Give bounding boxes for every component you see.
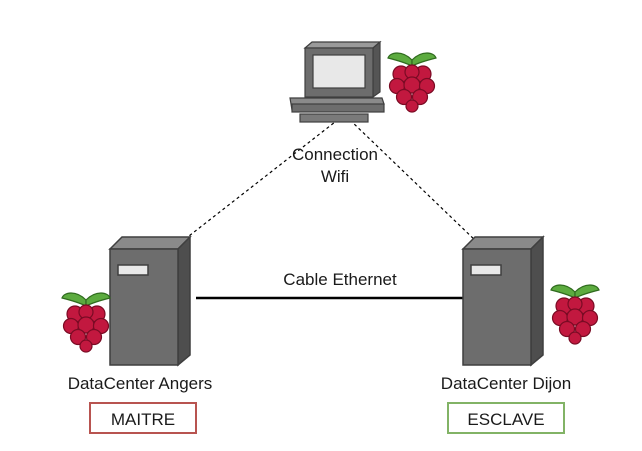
ethernet-cable-label: Cable Ethernet [283, 270, 397, 289]
datacenter-dijon-label: DataCenter Dijon [440, 374, 572, 393]
wifi-label-line1: Connection [291, 145, 378, 164]
desktop-computer-icon [289, 40, 385, 123]
role-badge-maitre: MAITRE [89, 402, 197, 434]
server-tower-icon [109, 236, 191, 366]
raspberry-pi-icon [387, 52, 437, 113]
server-tower-icon [462, 236, 544, 366]
raspberry-pi-icon [550, 284, 600, 345]
raspberry-pi-icon [61, 292, 111, 353]
wifi-link-left [179, 121, 336, 244]
wifi-connection-label: Connection Wifi [260, 144, 410, 188]
datacenter-angers-label: DataCenter Angers [67, 374, 213, 393]
role-badge-esclave: ESCLAVE [447, 402, 565, 434]
wifi-label-line2: Wifi [320, 167, 350, 186]
